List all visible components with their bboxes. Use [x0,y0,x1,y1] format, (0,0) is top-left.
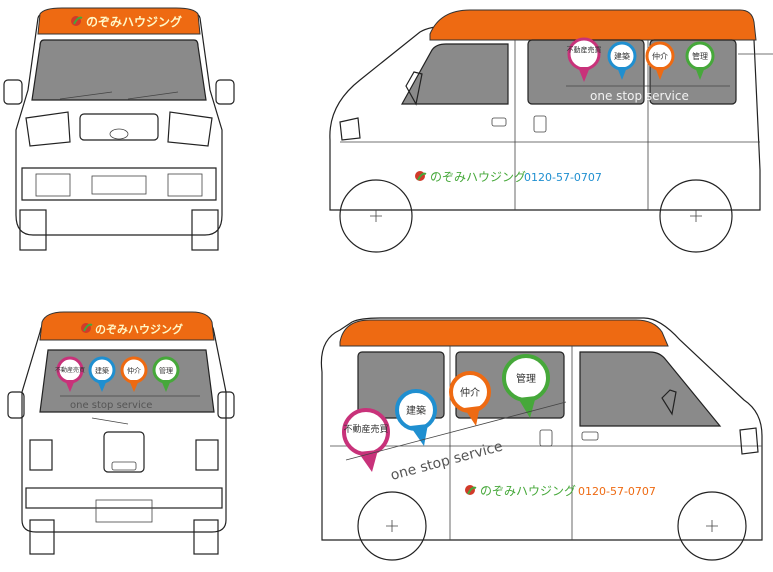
mirror-right [215,79,235,105]
rear-service-pins: 不動産売買 建築 仲介 管理 one stop service [55,356,200,411]
van-front-view: のぞみハウジング [3,7,235,251]
left-tagline: one stop service [389,439,505,484]
svg-text:不動産売買: 不動産売買 [343,423,388,435]
side-phone: 0120-57-0707 [524,171,602,184]
side-tagline: one stop service [590,89,689,103]
front-brand-name: のぞみハウジング [86,14,182,29]
rear-brand-name: のぞみハウジング [95,322,183,336]
svg-text:建築: 建築 [406,404,426,417]
van-side-view-right: 不動産売買 建築 仲介 管理 one stop service [329,9,773,253]
rear-roof-band [39,311,215,341]
side-service-pins: 不動産売買 建築 仲介 管理 one stop service [566,37,730,103]
pin-kanri: 管理 [685,41,715,80]
front-roof-band [37,7,201,35]
svg-text:管理: 管理 [516,372,536,385]
side-rear-wheel [659,179,733,253]
svg-text:不動産売買: 不動産売買 [55,366,85,374]
front-logo: のぞみハウジング [71,14,182,29]
svg-text:管理: 管理 [692,51,708,61]
pin-chukai: 仲介 [645,41,675,80]
pin-kanri-large: 管理 [502,354,550,418]
side-front-wheel [339,179,413,253]
side-logo-phone: のぞみハウジング 0120-57-0707 [415,170,602,184]
pin-fudosan: 不動産売買 [567,37,602,82]
side-roof-band [429,9,757,41]
pin-chukai-large: 仲介 [449,371,491,426]
left-logo-phone: のぞみハウジング 0120-57-0707 [465,484,656,498]
left-front-wheel [677,491,747,561]
side-front-window [400,43,509,105]
pin-kenchiku: 建築 [607,41,637,80]
side-brand-name: のぞみハウジング [430,170,526,184]
left-roof-band [339,319,669,347]
svg-text:管理: 管理 [159,366,173,375]
left-front-window [579,351,722,427]
svg-text:不動産売買: 不動産売買 [567,45,602,54]
svg-text:仲介: 仲介 [652,51,668,61]
rear-logo: のぞみハウジング [81,322,183,336]
svg-text:仲介: 仲介 [127,366,141,375]
van-rear-view: のぞみハウジング 不動産売買 建築 仲介 管理 one stop service [7,311,235,555]
pin-fudosan-large: 不動産売買 [342,408,390,472]
left-rear-wheel [357,491,427,561]
van-side-view-left: 不動産売買 建築 仲介 管理 one stop service [320,317,763,561]
pin-kenchiku-large: 建築 [395,389,437,446]
left-brand-name: のぞみハウジング [480,484,576,498]
mirror-left [3,79,23,105]
svg-text:建築: 建築 [95,366,109,375]
svg-text:建築: 建築 [614,51,630,61]
rear-tagline: one stop service [70,400,152,411]
left-phone: 0120-57-0707 [578,485,656,498]
svg-text:仲介: 仲介 [460,386,480,399]
front-windshield [31,39,207,101]
